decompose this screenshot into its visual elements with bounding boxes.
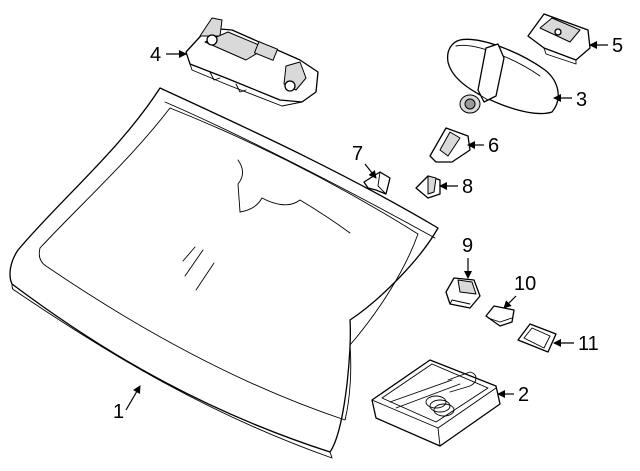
pad-part-11 [517,323,557,353]
callout-label-8: 8 [462,176,473,198]
callout-label-2: 2 [518,384,529,406]
callout-label-3: 3 [576,89,587,111]
callout-label-5: 5 [612,35,623,57]
callout-8: 8 [439,176,473,198]
callout-4: 4 [150,44,187,66]
callout-label-9: 9 [462,235,473,257]
cover-part-6 [429,127,471,163]
callout-2: 2 [497,384,529,406]
callout-10: 10 [503,273,536,309]
callout-label-4: 4 [150,44,161,66]
windshield-part-1 [9,87,439,459]
clip-part-8 [415,175,441,199]
adhesive-kit-part-2 [371,359,501,447]
callout-label-7: 7 [352,143,363,165]
callout-9: 9 [462,235,473,279]
callout-label-1: 1 [113,401,124,423]
callout-5: 5 [589,35,623,57]
callout-6: 6 [467,135,499,157]
mount-bracket-part-5 [527,13,591,65]
sensor-bracket-part-4 [185,17,319,107]
callout-3: 3 [553,89,587,111]
clip-part-7 [363,171,391,195]
pad-part-10 [485,305,515,327]
callout-11: 11 [553,333,599,355]
callout-label-11: 11 [578,333,599,355]
callout-label-10: 10 [514,273,536,295]
callout-7: 7 [352,143,377,179]
mirror-part-3 [446,38,559,115]
callout-1: 1 [113,385,141,423]
callout-label-6: 6 [488,135,499,157]
sensor-part-9 [445,277,481,309]
